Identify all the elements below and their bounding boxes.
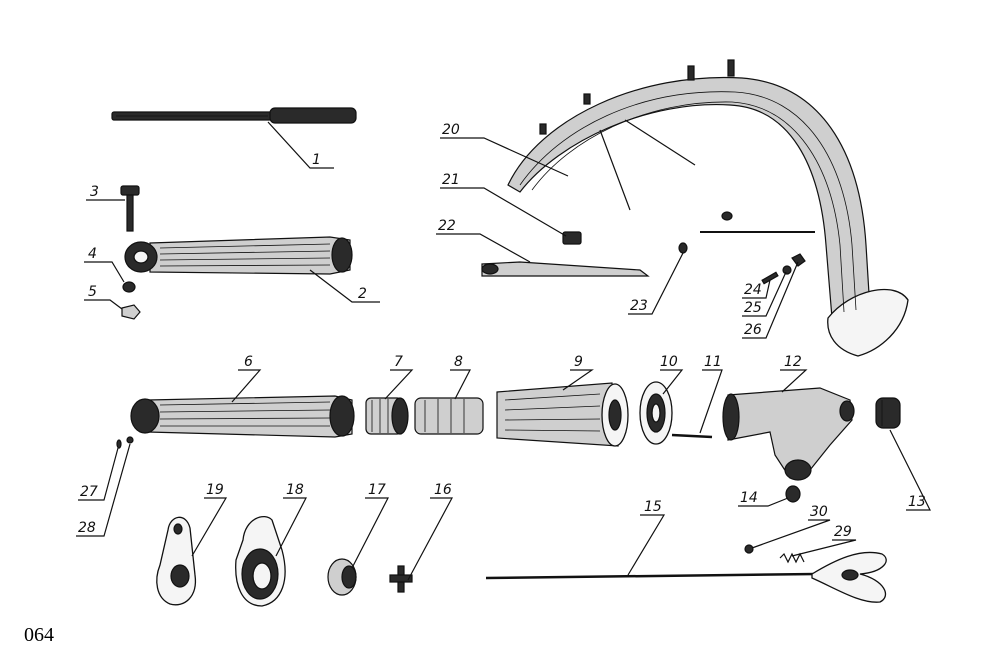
part-30-ball — [744, 544, 754, 554]
callout-15: 15 — [644, 499, 662, 515]
callout-18: 18 — [286, 482, 304, 498]
callout-27: 27 — [80, 484, 98, 500]
part-6-ribbed-tube — [130, 395, 355, 438]
callout-9: 9 — [574, 354, 583, 370]
callout-7: 7 — [394, 354, 403, 370]
callout-24: 24 — [744, 282, 762, 298]
callout-21: 21 — [442, 172, 460, 188]
callout-29: 29 — [834, 524, 852, 540]
part-19-arm-plate — [156, 516, 197, 606]
callout-14: 14 — [740, 490, 758, 506]
callout-6: 6 — [244, 354, 253, 370]
part-1-shaft — [111, 107, 357, 124]
part-10-flange — [639, 381, 673, 445]
callout-28: 28 — [78, 520, 96, 536]
part-18-bracket — [235, 516, 286, 607]
part-11-pin — [671, 433, 713, 439]
part-12-gear-housing — [722, 387, 855, 481]
callout-4: 4 — [88, 246, 97, 262]
part-3-bolt — [120, 185, 140, 232]
part-23-pin — [678, 242, 688, 254]
part-5-nut — [121, 304, 141, 320]
callout-1: 1 — [312, 152, 321, 168]
callout-10: 10 — [660, 354, 678, 370]
callout-30: 30 — [810, 504, 828, 520]
callout-8: 8 — [454, 354, 463, 370]
callout-2: 2 — [358, 286, 367, 302]
page-number: 064 — [24, 624, 54, 646]
part-24-bolt — [761, 271, 779, 285]
part-27-pin — [116, 439, 122, 449]
part-17-wheel — [327, 558, 357, 596]
callout-13: 13 — [908, 494, 926, 510]
part-26-nut — [791, 253, 806, 267]
part-8-sleeve — [414, 397, 484, 435]
part-22-stay — [481, 261, 650, 277]
callout-numbers: 1 2 3 4 5 6 7 8 9 10 11 12 13 14 15 16 1… — [78, 122, 926, 540]
leader-lines — [76, 121, 931, 581]
callout-12: 12 — [784, 354, 802, 370]
part-25-washer — [782, 265, 792, 275]
part-29-spring — [779, 552, 805, 564]
callout-19: 19 — [206, 482, 224, 498]
part-13-cap — [875, 397, 901, 429]
callout-3: 3 — [90, 184, 99, 200]
callout-23: 23 — [630, 298, 648, 314]
callout-11: 11 — [704, 354, 722, 370]
part-9-housing — [496, 382, 629, 447]
part-28-ball — [126, 436, 134, 444]
callout-22: 22 — [438, 218, 456, 234]
callout-25: 25 — [744, 300, 762, 316]
callout-5: 5 — [88, 284, 97, 300]
part-16-small-gear — [389, 565, 413, 593]
part-7-collar — [365, 397, 409, 435]
fender-nut — [721, 211, 733, 221]
callout-16: 16 — [434, 482, 452, 498]
part-4-washer — [122, 281, 136, 293]
part-15-drive-shaft — [485, 551, 887, 603]
part-21-clip — [562, 231, 582, 245]
part-14-bushing — [785, 485, 801, 503]
part-2-ribbed-tube — [124, 236, 353, 275]
part-20-fender — [507, 59, 909, 357]
callout-20: 20 — [442, 122, 460, 138]
callout-26: 26 — [744, 322, 762, 338]
callout-17: 17 — [368, 482, 386, 498]
